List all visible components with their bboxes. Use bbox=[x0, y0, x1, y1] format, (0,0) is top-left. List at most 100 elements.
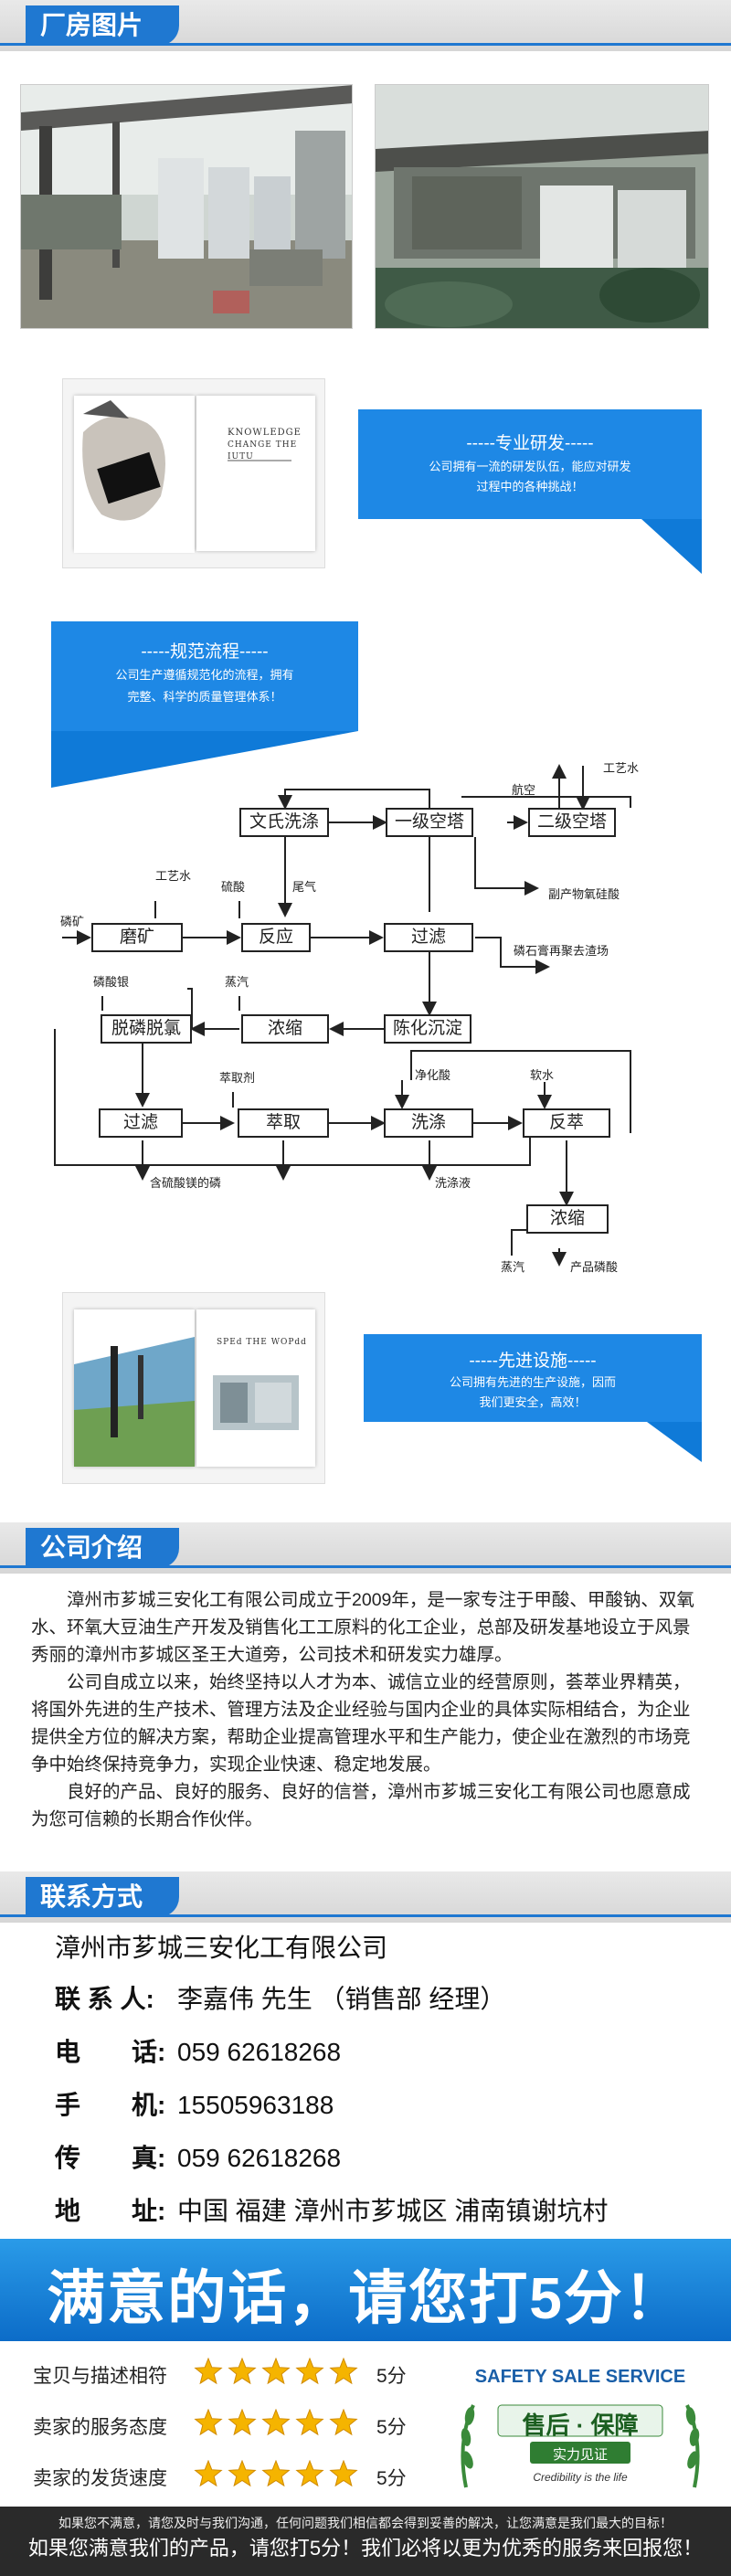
flow-box-nongsuo2: 浓缩 bbox=[526, 1204, 609, 1234]
flow-box-fancui: 反萃 bbox=[523, 1108, 610, 1138]
intro-paragraph-2: 公司自成立以来，始终坚持以人才为本、诚信立业的经营原则，荟萃业界精英，将国外先进… bbox=[31, 1672, 691, 1775]
flow-label-gongyishui-top: 工艺水 bbox=[603, 761, 640, 775]
brochure-heading-2: CHANGE THE IUTU bbox=[228, 440, 298, 461]
brochure-image-2: SPEd THE WOPdd bbox=[62, 1292, 325, 1484]
callout-equip-title: -----先进设施----- bbox=[469, 1352, 597, 1371]
intro-paragraph-1: 漳州市芗城三安化工有限公司成立于2009年，是一家专注于甲酸、甲酸钠、双氧水、环… bbox=[31, 1590, 694, 1665]
flow-box-chenhua: 陈化沉淀 bbox=[384, 1014, 471, 1044]
flow-connectors bbox=[54, 764, 631, 1267]
contact-fax-label: 传 真: bbox=[55, 2144, 166, 2172]
rating-banner-text: 满意的话，请您打5分！ bbox=[47, 2265, 684, 2331]
brochure-page-left bbox=[74, 396, 195, 553]
star-icon bbox=[295, 2357, 324, 2385]
flow-box-yiji: 一级空塔 bbox=[386, 808, 473, 837]
callout-process-title: -----规范流程----- bbox=[141, 642, 269, 662]
footer-line1: 如果您不满意，请您及时与我们沟通，任何问题我们相信都会得到妥善的解决，让您满意是… bbox=[58, 2516, 673, 2530]
flow-box-wenshi: 文氏洗涤 bbox=[239, 808, 329, 837]
factory-photo-2 bbox=[375, 84, 709, 329]
flow-label-zhengqi2: 蒸汽 bbox=[501, 1260, 525, 1274]
brochure-heading-3: SPEd THE WOPdd bbox=[217, 1338, 307, 1347]
flow-box-erji: 二级空塔 bbox=[528, 808, 616, 837]
star-icon bbox=[228, 2408, 257, 2436]
star-icon bbox=[329, 2459, 358, 2487]
callout-process: -----规范流程----- 公司生产遵循规范化的流程，拥有 完整、科学的质量管… bbox=[51, 621, 358, 788]
rating-stars bbox=[194, 2408, 367, 2443]
contact-tel-label: 电 话: bbox=[55, 2038, 166, 2066]
rating-stars bbox=[194, 2459, 367, 2495]
intro-section-bar: 公司介绍 bbox=[0, 1522, 731, 1574]
flow-label-gongyishui-left: 工艺水 bbox=[155, 869, 192, 883]
star-icon bbox=[228, 2357, 257, 2385]
callout-equip: -----先进设施----- 公司拥有先进的生产设施，因而 我们更安全，高效！ bbox=[364, 1334, 702, 1462]
intro-section-title: 公司介绍 bbox=[26, 1528, 179, 1568]
flow-label-linsuanyin: 磷酸银 bbox=[93, 975, 130, 989]
flow-label-weiqi: 尾气 bbox=[292, 880, 317, 894]
star-icon bbox=[329, 2408, 358, 2436]
flow-box-fanying: 反应 bbox=[241, 923, 311, 952]
callout-rd-text2: 过程中的各种挑战！ bbox=[476, 480, 584, 493]
callout-equip-text2: 我们更安全，高效！ bbox=[479, 1395, 587, 1409]
brochure-page-right: SPEd THE WOPdd bbox=[196, 1309, 315, 1467]
contact-tel-row: 电 话: 059 62618268 bbox=[55, 2032, 341, 2069]
flow-label-cuiquji: 萃取剂 bbox=[219, 1071, 256, 1085]
flow-label-jinghuasuan: 净化酸 bbox=[415, 1068, 451, 1082]
star-icon bbox=[228, 2459, 257, 2487]
contact-addr-label: 地 址: bbox=[55, 2197, 166, 2225]
company-intro: 漳州市芗城三安化工有限公司成立于2009年，是一家专注于甲酸、甲酸钠、双氧水、环… bbox=[31, 1586, 702, 1833]
contact-section-bar: 联系方式 bbox=[0, 1871, 731, 1923]
contact-person-value: 李嘉伟 先生 （销售部 经理） bbox=[177, 1985, 506, 2013]
callout-rd-text1: 公司拥有一流的研发队伍，能应对研发 bbox=[429, 460, 631, 473]
flow-box-mokuang: 磨矿 bbox=[91, 923, 183, 952]
contact-mobile-value: 15505963188 bbox=[177, 2091, 334, 2119]
flow-box-xidi: 洗涤 bbox=[384, 1108, 473, 1138]
callout-rd-title: -----专业研发----- bbox=[466, 434, 594, 453]
flow-box-tuolin: 脱磷脱氯 bbox=[101, 1014, 192, 1044]
flow-label-ruanshui: 软水 bbox=[530, 1068, 555, 1082]
flow-label-xidiye: 洗涤液 bbox=[435, 1176, 471, 1190]
flow-label-linkuang: 磷矿 bbox=[60, 915, 85, 928]
flow-label-hanliu: 含硫酸镁的磷 bbox=[150, 1176, 222, 1190]
brochure-heading-1: KNOWLEDGE bbox=[228, 428, 302, 438]
rating-score: 5分 bbox=[376, 2366, 407, 2387]
flow-label-hangkong: 航空 bbox=[512, 783, 536, 797]
flow-box-cuiqu: 萃取 bbox=[238, 1108, 329, 1138]
contact-section-title: 联系方式 bbox=[26, 1877, 179, 1917]
star-icon bbox=[261, 2408, 291, 2436]
contact-mobile-label: 手 机: bbox=[55, 2091, 166, 2119]
rating-score: 5分 bbox=[376, 2468, 407, 2489]
brochure-rule bbox=[228, 460, 291, 461]
contact-mobile-row: 手 机: 15505963188 bbox=[55, 2085, 334, 2122]
flow-box-guolv2: 过滤 bbox=[99, 1108, 183, 1138]
star-icon bbox=[295, 2408, 324, 2436]
rating-banner: 满意的话，请您打5分！ bbox=[0, 2239, 731, 2341]
flow-label-chanpin: 产品磷酸 bbox=[570, 1260, 619, 1274]
star-icon bbox=[329, 2357, 358, 2385]
star-icon bbox=[295, 2459, 324, 2487]
flow-box-nongsuo1: 浓缩 bbox=[241, 1014, 329, 1044]
flow-label-liusuan: 硫酸 bbox=[221, 880, 246, 894]
star-icon bbox=[261, 2459, 291, 2487]
contact-tel-value: 059 62618268 bbox=[177, 2038, 342, 2066]
star-icon bbox=[194, 2357, 223, 2385]
badge-line2: 售后 · 保障 bbox=[522, 2412, 639, 2439]
star-icon bbox=[261, 2357, 291, 2385]
flow-label-linshigao: 磷石膏再聚去渣场 bbox=[514, 944, 609, 958]
factory-section-bar: 厂房图片 bbox=[0, 0, 731, 51]
rating-stars bbox=[194, 2357, 367, 2392]
rating-row: 宝贝与描述相符 5分 bbox=[33, 2357, 407, 2389]
flow-label-fuchan: 副产物氧硅酸 bbox=[548, 887, 620, 901]
contact-addr-row: 地 址:中国 福建 漳州市芗城区 浦南镇谢坑村 bbox=[55, 2191, 608, 2228]
brochure-page-left bbox=[74, 1309, 195, 1467]
intro-paragraph-3: 良好的产品、良好的服务、良好的信誉，漳州市芗城三安化工有限公司也愿意成为您可信赖… bbox=[31, 1782, 691, 1829]
page-footer: 如果您不满意，请您及时与我们沟通，任何问题我们相信都会得到妥善的解决，让您满意是… bbox=[0, 2507, 731, 2576]
process-flow-chart: 文氏洗涤 一级空塔 二级空塔 磨矿 反应 过滤 脱磷脱氯 浓缩 陈化沉淀 过滤 … bbox=[0, 749, 731, 1279]
factory-photo-1 bbox=[20, 84, 353, 329]
callout-equip-text1: 公司拥有先进的生产设施，因而 bbox=[449, 1375, 616, 1389]
contact-fax-value: 059 62618268 bbox=[177, 2144, 342, 2172]
safety-service-badge: SAFETY SALE SERVICE 售后 · 保障 实力见证 Credibi… bbox=[448, 2350, 713, 2496]
rating-label: 宝贝与描述相符 bbox=[33, 2366, 167, 2387]
callout-rd: -----专业研发----- 公司拥有一流的研发队伍，能应对研发 过程中的各种挑… bbox=[358, 409, 702, 574]
flow-label-zhengqi1: 蒸汽 bbox=[225, 975, 249, 989]
brochure-image-1: KNOWLEDGE CHANGE THE IUTU bbox=[62, 378, 325, 568]
